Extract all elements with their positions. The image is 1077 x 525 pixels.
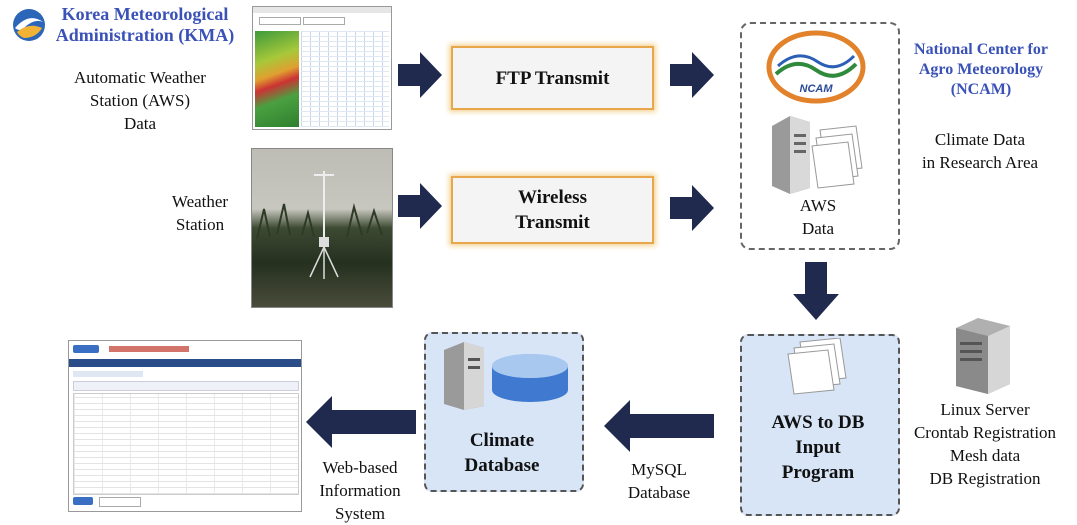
web-line3: System — [334, 504, 386, 523]
linux-server-icon — [952, 316, 1014, 394]
kma-desc-line3: Data — [123, 114, 157, 133]
weather-station-photo — [251, 148, 393, 308]
ncam-title-line3: (NCAM) — [950, 81, 1012, 98]
arrow-down-icon — [793, 262, 839, 320]
arrow-left-icon — [604, 400, 714, 452]
arrow-right-icon — [398, 183, 442, 229]
wireless-line1: Wireless — [518, 187, 587, 208]
ftp-transmit-box: FTP Transmit — [451, 46, 654, 110]
linux-line4: DB Registration — [929, 469, 1041, 488]
document-stack-icon — [780, 337, 850, 396]
kma-title: Korea Meteorological Administration (KMA… — [50, 4, 240, 46]
aws-server-icon — [770, 112, 866, 194]
linux-line1: Linux Server — [940, 400, 1030, 419]
arrow-left-icon — [306, 396, 416, 448]
weather-station-line1: Weather — [171, 192, 229, 211]
wireless-line2: Transmit — [515, 212, 590, 233]
aws-to-db-line1: AWS to DB — [771, 412, 865, 433]
linux-line3: Mesh data — [949, 446, 1021, 465]
linux-line2: Crontab Registration — [913, 423, 1057, 442]
kma-aws-screenshot — [252, 6, 392, 130]
web-line1: Web-based — [322, 458, 398, 477]
weather-station-label: Weather Station — [160, 190, 240, 236]
ncam-title: National Center for Agro Meteorology (NC… — [896, 40, 1066, 100]
wireless-transmit-box: Wireless Transmit — [451, 176, 654, 244]
ncam-logo-text: NCAM — [800, 83, 834, 95]
arrow-right-icon — [670, 52, 714, 98]
database-icon — [440, 340, 570, 410]
web-system-screenshot — [68, 340, 302, 512]
aws-to-db-line3: Program — [781, 462, 855, 483]
mysql-label: MySQL Database — [600, 458, 718, 504]
aws-to-db-label: AWS to DB Input Program — [740, 410, 896, 485]
mysql-line2: Database — [627, 483, 691, 502]
kma-description: Automatic Weather Station (AWS) Data — [50, 66, 230, 135]
ncam-climate-line1: Climate Data — [934, 130, 1026, 149]
web-system-label: Web-based Information System — [300, 456, 420, 525]
linux-server-label: Linux Server Crontab Registration Mesh d… — [902, 398, 1068, 490]
ncam-aws-line2: Data — [801, 219, 835, 238]
aws-to-db-line2: Input — [795, 437, 841, 458]
ncam-title-line1: National Center for — [914, 41, 1048, 58]
ncam-aws-line1: AWS — [799, 196, 837, 215]
ncam-aws-data-label: AWS Data — [770, 194, 866, 240]
ncam-climate-label: Climate Data in Research Area — [900, 128, 1060, 174]
kma-desc-line1: Automatic Weather — [74, 68, 206, 87]
ncam-title-line2: Agro Meteorology — [918, 61, 1044, 78]
mysql-line1: MySQL — [631, 460, 687, 479]
arrow-right-icon — [670, 185, 714, 231]
kma-desc-line2: Station (AWS) — [89, 91, 191, 110]
ncam-climate-line2: in Research Area — [921, 153, 1039, 172]
climate-db-line1: Climate — [469, 430, 535, 451]
ncam-logo-icon: NCAM — [766, 30, 866, 104]
ncam-box — [740, 22, 900, 250]
climate-db-line2: Database — [464, 455, 540, 476]
climate-database-label: Climate Database — [424, 428, 580, 478]
kma-title-line1: Korea Meteorological — [61, 4, 229, 24]
ftp-transmit-label: FTP Transmit — [495, 67, 610, 89]
kma-title-line2: Administration (KMA) — [55, 25, 235, 45]
arrow-right-icon — [398, 52, 442, 98]
kma-logo-icon — [12, 8, 46, 42]
web-line2: Information — [319, 481, 401, 500]
weather-station-line2: Station — [175, 215, 225, 234]
